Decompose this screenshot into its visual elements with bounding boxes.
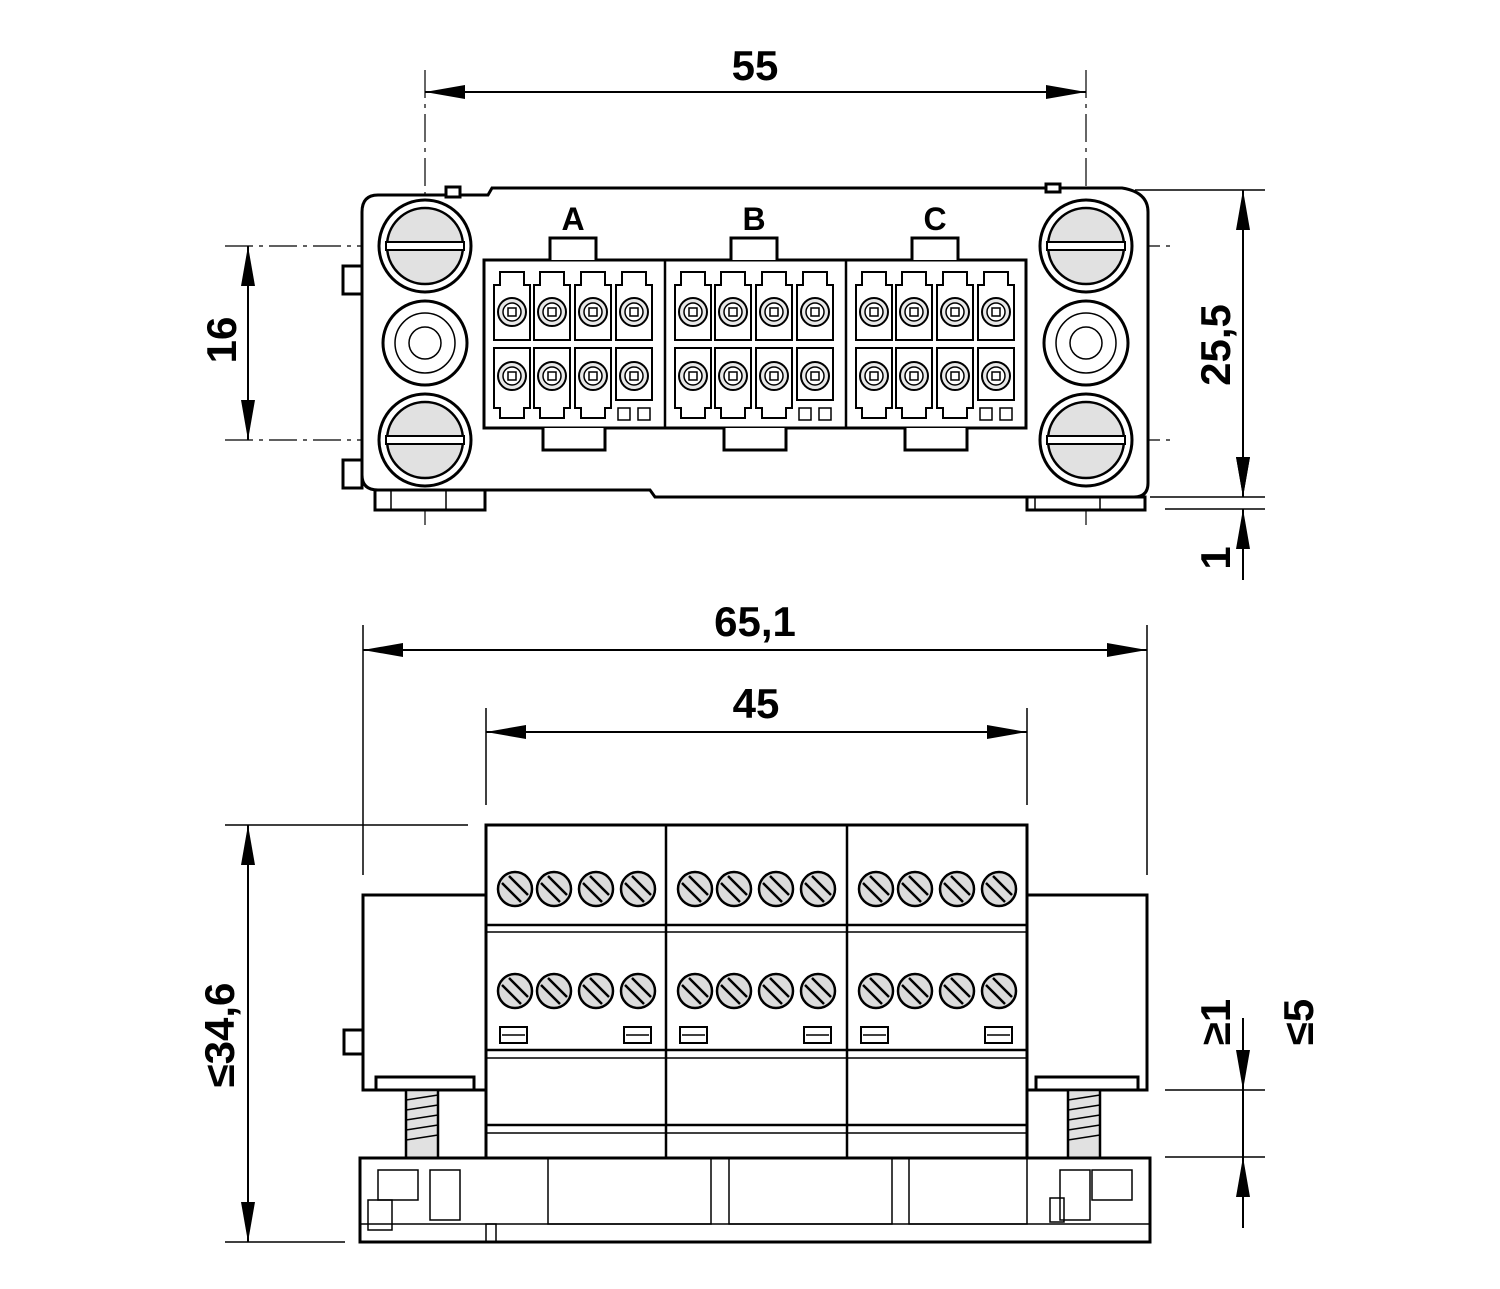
- latch-icon: [798, 407, 812, 421]
- terminal-screws: [496, 870, 1018, 1044]
- terminal-cell: [936, 271, 974, 341]
- dim-overall-length: 65,1: [714, 598, 796, 645]
- latch-icon: [984, 1026, 1013, 1044]
- latch-icon: [679, 1026, 708, 1044]
- terminal-cell: [755, 271, 793, 341]
- center-hole-icon: [1042, 299, 1130, 387]
- terminal-cell: [755, 347, 793, 419]
- terminal-cell: [533, 347, 571, 419]
- slotted-screw-icon: [619, 972, 657, 1010]
- latch-icon: [617, 407, 631, 421]
- slotted-screw-icon: [496, 972, 534, 1010]
- slotted-screw-icon: [535, 870, 573, 908]
- fixing-screw-icon: [377, 198, 473, 294]
- group-label-a: A: [561, 201, 584, 237]
- dim-max-height: ≤34,6: [196, 983, 243, 1088]
- dim-block-length: 45: [733, 680, 780, 727]
- slotted-screw-icon: [676, 972, 714, 1010]
- terminal-cell: [714, 271, 752, 341]
- slotted-screw-icon: [980, 870, 1018, 908]
- slotted-screw-icon: [938, 972, 976, 1010]
- threaded-screw-icon: [404, 1088, 440, 1162]
- slotted-screw-icon: [757, 870, 795, 908]
- terminal-cell: [796, 347, 834, 421]
- slotted-screw-icon: [577, 870, 615, 908]
- dim-min-clearance: ≥1: [1192, 999, 1239, 1045]
- latch-icon: [860, 1026, 889, 1044]
- terminal-cell: [574, 347, 612, 419]
- latch-icon: [623, 1026, 652, 1044]
- top-view: A B C 55 16 25,5 1: [198, 42, 1265, 580]
- slotted-screw-icon: [496, 870, 534, 908]
- slotted-screw-icon: [799, 972, 837, 1010]
- terminal-cell: [615, 271, 653, 341]
- dim-overall-width: 55: [732, 42, 779, 89]
- slotted-screw-icon: [857, 870, 895, 908]
- dim-max-clearance: ≤5: [1275, 999, 1322, 1045]
- slotted-screw-icon: [896, 870, 934, 908]
- terminal-cell: [855, 347, 893, 419]
- dim-mounting-pitch: 16: [198, 317, 245, 364]
- terminal-cell: [977, 347, 1015, 421]
- terminal-cells: [493, 271, 1015, 421]
- slotted-screw-icon: [938, 870, 976, 908]
- latch-icon: [637, 407, 651, 421]
- center-hole-icon: [381, 299, 469, 387]
- latch-icon: [818, 407, 832, 421]
- fixing-screw-icon: [1038, 198, 1134, 294]
- terminal-cell: [895, 347, 933, 419]
- slotted-screw-icon: [715, 870, 753, 908]
- slotted-screw-icon: [896, 972, 934, 1010]
- terminal-cell: [674, 347, 712, 419]
- dim-foot-offset: 1: [1192, 546, 1239, 569]
- terminal-cell: [574, 271, 612, 341]
- slotted-screw-icon: [799, 870, 837, 908]
- terminal-cell: [936, 347, 974, 419]
- slotted-screw-icon: [535, 972, 573, 1010]
- fixing-screw-icon: [377, 392, 473, 488]
- threaded-screw-icon: [1066, 1088, 1102, 1162]
- front-view: 65,1 45 ≤34,6 ≥1 ≤5: [196, 598, 1322, 1244]
- slotted-screw-icon: [757, 972, 795, 1010]
- fixing-screw-icon: [1038, 392, 1134, 488]
- slotted-screw-icon: [577, 972, 615, 1010]
- terminal-cell: [855, 271, 893, 341]
- slotted-screw-icon: [980, 972, 1018, 1010]
- group-label-c: C: [923, 201, 946, 237]
- terminal-cell: [533, 271, 571, 341]
- terminal-cell: [895, 271, 933, 341]
- terminal-cell: [615, 347, 653, 421]
- terminal-cell: [493, 347, 531, 419]
- terminal-cell: [674, 271, 712, 341]
- terminal-cell: [493, 271, 531, 341]
- terminal-cell: [796, 271, 834, 341]
- group-label-b: B: [742, 201, 765, 237]
- latch-icon: [999, 407, 1013, 421]
- latch-icon: [979, 407, 993, 421]
- terminal-cell: [714, 347, 752, 419]
- slotted-screw-icon: [676, 870, 714, 908]
- terminal-cell: [977, 271, 1015, 341]
- slotted-screw-icon: [857, 972, 895, 1010]
- slotted-screw-icon: [619, 870, 657, 908]
- dim-height: 25,5: [1192, 304, 1239, 386]
- latch-icon: [499, 1026, 528, 1044]
- latch-icon: [803, 1026, 832, 1044]
- slotted-screw-icon: [715, 972, 753, 1010]
